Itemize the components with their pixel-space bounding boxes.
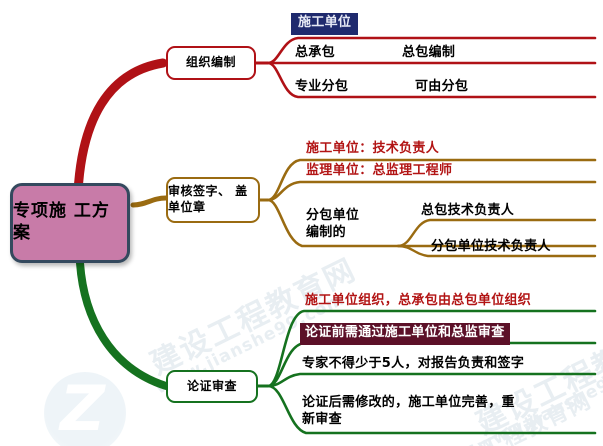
leaf-general-contract-prepare[interactable]: 总包编制 [402,45,456,60]
root-node[interactable]: 专项施 工方案 [10,183,130,263]
branch-node-organization[interactable]: 组织编制 [166,46,256,80]
leaf-general-tech-lead[interactable]: 总包技术负责人 [421,203,515,218]
leaf-construction-unit-tech-lead[interactable]: 施工单位：技术负责人 [306,141,440,156]
leaf-pre-review[interactable]: 论证前需通过施工单位和总监审查 [300,323,510,345]
leaf-professional-sub[interactable]: 专业分包 [295,79,349,94]
leaf-expert-count[interactable]: 专家不得少于5人，对报告负责和签字 [302,356,525,371]
branch-node-demonstration-review[interactable]: 论证审查 [166,370,258,403]
leaf-construction-unit[interactable]: 施工单位 [291,13,359,35]
leaf-post-revision[interactable]: 论证后需修改的，施工单位完善，重 新审查 [302,395,515,427]
leaf-organized-by[interactable]: 施工单位组织，总承包由总包单位组织 [305,293,532,308]
leaf-sub-unit-tech-lead[interactable]: 分包单位技术负责人 [431,239,551,254]
leaf-general-contract[interactable]: 总承包 [295,45,335,60]
leaf-sub-unit-prepared[interactable]: 分包单位 编制的 [306,208,360,240]
leaf-sub-may-prepare[interactable]: 可由分包 [415,79,469,94]
leaf-supervision-unit-chief[interactable]: 监理单位：总监理工程师 [306,163,453,178]
branch-node-review-signature[interactable]: 审核签字、 盖单位章 [166,177,260,223]
